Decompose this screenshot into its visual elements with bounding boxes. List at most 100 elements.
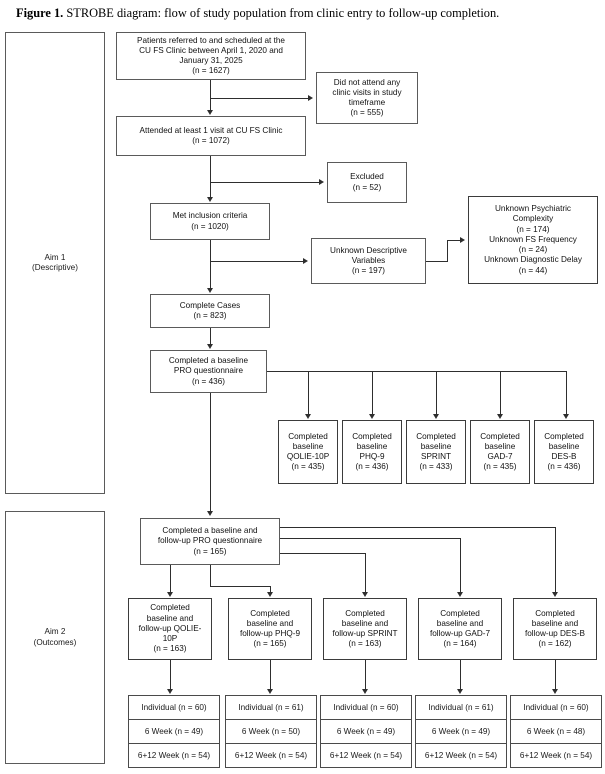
connector-followup-drop-2 bbox=[270, 586, 271, 592]
followup-instrument-line-1: Completed bbox=[535, 608, 575, 618]
arrowhead-visit-stack-1 bbox=[166, 689, 173, 694]
connector-baseline-drop-2 bbox=[372, 371, 373, 414]
aim-2-title: Aim 2 bbox=[44, 627, 66, 637]
visit-row-6plus12week: 6+12 Week (n = 54) bbox=[519, 751, 593, 760]
followup-pro-line-1: Completed a baseline and bbox=[162, 526, 258, 536]
connector-baseline-drop-4 bbox=[500, 371, 501, 414]
baseline-instrument-name: SPRINT bbox=[420, 452, 452, 461]
referred-line-3: January 31, 2025 bbox=[179, 56, 243, 65]
baseline-instrument-count: (n = 433) bbox=[419, 462, 453, 472]
arrowhead-baseline-instrument-2 bbox=[368, 414, 375, 419]
baseline-instrument-line-2: baseline bbox=[292, 441, 324, 451]
arrowhead-unknown-desc bbox=[303, 257, 308, 264]
connector-unknown-desc-right-stub bbox=[426, 261, 447, 262]
connector-complete-cases-to-baseline-pro bbox=[210, 328, 211, 344]
baseline-instrument-name: DES-B bbox=[551, 452, 577, 461]
arrowhead-visit-stack-5 bbox=[551, 689, 558, 694]
connector-followup-run-4 bbox=[280, 538, 460, 539]
box-unknown-detail-breakdown: Unknown Psychiatric Complexity (n = 174)… bbox=[468, 196, 598, 284]
box-attended-at-least-one-visit: Attended at least 1 visit at CU FS Clini… bbox=[116, 116, 306, 156]
arrowhead-followup-instrument-3 bbox=[361, 592, 368, 597]
followup-instrument-line-2: baseline and bbox=[436, 618, 484, 628]
baseline-instrument-line-1: Completed bbox=[288, 431, 328, 441]
box-unknown-descriptive-variables: Unknown Descriptive Variables (n = 197) bbox=[311, 238, 426, 284]
arrowhead-followup-instrument-5 bbox=[551, 592, 558, 597]
aim-1-title: Aim 1 bbox=[44, 252, 66, 262]
box-complete-cases: Complete Cases (n = 823) bbox=[150, 294, 270, 328]
complete-cases-count: (n = 823) bbox=[193, 311, 227, 320]
visit-row-6plus12week: 6+12 Week (n = 54) bbox=[234, 751, 308, 760]
arrowhead-followup-pro bbox=[206, 511, 213, 516]
visit-row-6week: 6 Week (n = 50) bbox=[226, 720, 316, 744]
visit-count-stack: Individual (n = 61) 6 Week (n = 49) 6+12… bbox=[415, 695, 507, 768]
followup-pro-line-2: follow-up PRO questionnaire bbox=[157, 536, 263, 546]
box-followup-instrument: Completed baseline and follow-up GAD-7 (… bbox=[418, 598, 502, 660]
visit-row-6week: 6 Week (n = 49) bbox=[129, 720, 219, 744]
referred-count: (n = 1627) bbox=[192, 66, 230, 76]
connector-instrument-to-stack-4 bbox=[460, 660, 461, 689]
followup-instrument-line-2: baseline and bbox=[531, 618, 579, 628]
unknown-diagnostic-delay-label: Unknown Diagnostic Delay bbox=[484, 255, 582, 265]
figure-caption-text: STROBE diagram: flow of study population… bbox=[63, 6, 500, 20]
connector-instrument-to-stack-5 bbox=[555, 660, 556, 689]
box-excluded: Excluded (n = 52) bbox=[327, 162, 407, 203]
arrowhead-baseline-instrument-5 bbox=[562, 414, 569, 419]
followup-instrument-name: follow-up SPRINT bbox=[332, 629, 398, 638]
arrowhead-baseline-instrument-4 bbox=[496, 414, 503, 419]
baseline-instrument-name: GAD-7 bbox=[487, 452, 513, 461]
connector-followup-elbow-2-run bbox=[210, 586, 270, 587]
aim-1-subtitle: (Descriptive) bbox=[32, 263, 78, 272]
inclusion-count: (n = 1020) bbox=[191, 221, 229, 231]
box-completed-followup-pro: Completed a baseline and follow-up PRO q… bbox=[140, 518, 280, 565]
arrowhead-baseline-instrument-1 bbox=[304, 414, 311, 419]
followup-instrument-line-2: baseline and bbox=[341, 618, 389, 628]
not-attended-line-1: Did not attend any bbox=[333, 77, 401, 87]
unknown-psych-line-1: Unknown Psychiatric bbox=[495, 204, 571, 214]
unknown-fs-frequency-count: (n = 24) bbox=[518, 245, 548, 255]
arrowhead-not-attended bbox=[308, 94, 313, 101]
followup-pro-count: (n = 165) bbox=[193, 546, 227, 556]
followup-instrument-count: (n = 164) bbox=[443, 639, 477, 649]
box-baseline-instrument: Completed baseline GAD-7 (n = 435) bbox=[470, 420, 530, 484]
arrowhead-followup-instrument-1 bbox=[166, 592, 173, 597]
baseline-pro-count: (n = 436) bbox=[192, 376, 225, 386]
connector-baseline-pro-bus bbox=[267, 371, 567, 372]
unknown-psych-line-2: Complexity bbox=[512, 214, 554, 224]
arrowhead-inclusion bbox=[206, 197, 213, 202]
arrowhead-followup-instrument-2 bbox=[266, 592, 273, 597]
visit-count-stack: Individual (n = 60) 6 Week (n = 49) 6+12… bbox=[320, 695, 412, 768]
arrowhead-attended bbox=[206, 110, 213, 115]
connector-instrument-to-stack-3 bbox=[365, 660, 366, 689]
arrowhead-visit-stack-4 bbox=[456, 689, 463, 694]
visit-row-individual: Individual (n = 61) bbox=[226, 696, 316, 720]
followup-instrument-name: follow-up PHQ-9 bbox=[239, 629, 301, 638]
arrowhead-followup-instrument-4 bbox=[456, 592, 463, 597]
visit-count-stack: Individual (n = 60) 6 Week (n = 48) 6+12… bbox=[510, 695, 602, 768]
connector-baseline-drop-3 bbox=[436, 371, 437, 414]
visit-row-individual: Individual (n = 60) bbox=[129, 696, 219, 720]
visit-row-6plus12week: 6+12 Week (n = 54) bbox=[329, 751, 403, 760]
referred-line-1: Patients referred to and scheduled at th… bbox=[137, 35, 285, 45]
followup-instrument-count: (n = 163) bbox=[348, 639, 382, 649]
baseline-instrument-line-1: Completed bbox=[480, 431, 520, 441]
followup-instrument-line-1: Completed bbox=[250, 608, 290, 618]
followup-instrument-name-cont: 10P bbox=[162, 634, 178, 644]
baseline-instrument-line-2: baseline bbox=[548, 441, 580, 451]
complete-cases-line-1: Complete Cases bbox=[179, 300, 241, 310]
box-patients-referred: Patients referred to and scheduled at th… bbox=[116, 32, 306, 80]
baseline-instrument-line-2: baseline bbox=[420, 441, 452, 451]
visit-row-individual: Individual (n = 61) bbox=[416, 696, 506, 720]
baseline-instrument-count: (n = 435) bbox=[291, 462, 325, 472]
aim-2-subtitle: (Outcomes) bbox=[33, 637, 77, 647]
arrowhead-visit-stack-3 bbox=[361, 689, 368, 694]
attended-count: (n = 1072) bbox=[192, 136, 230, 145]
baseline-instrument-line-1: Completed bbox=[544, 431, 584, 441]
followup-instrument-name: follow-up GAD-7 bbox=[429, 629, 491, 638]
connector-inclusion-to-complete-cases bbox=[210, 240, 211, 288]
aim-2-panel: Aim 2 (Outcomes) bbox=[5, 511, 105, 764]
box-baseline-instrument: Completed baseline QOLIE-10P (n = 435) bbox=[278, 420, 338, 484]
visit-row-6week: 6 Week (n = 48) bbox=[511, 720, 601, 744]
arrowhead-complete-cases bbox=[206, 288, 213, 293]
baseline-instrument-line-2: baseline bbox=[484, 441, 516, 451]
